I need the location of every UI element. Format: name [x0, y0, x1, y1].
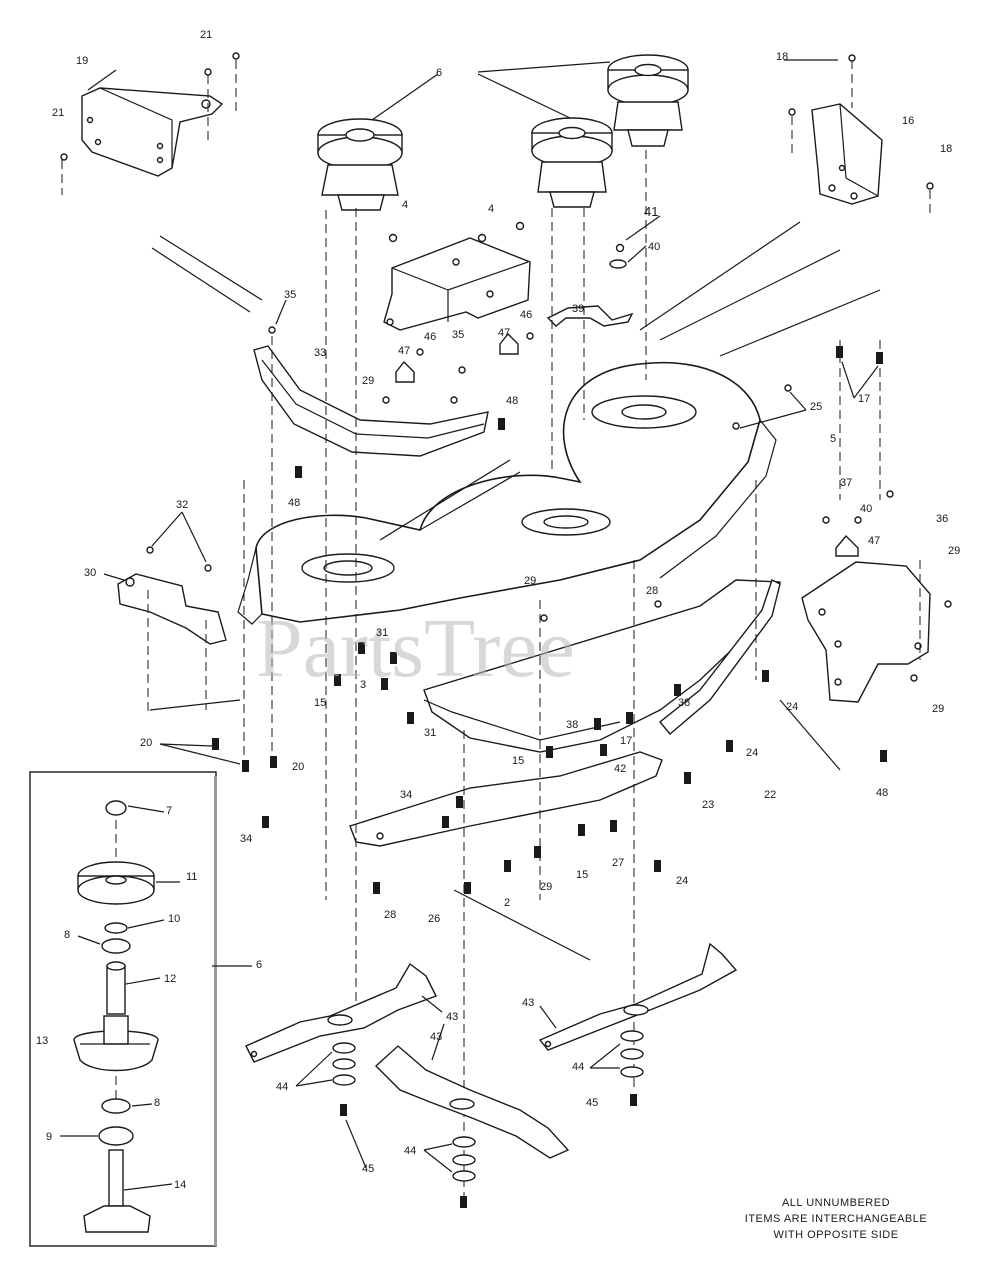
- note-line-2: ITEMS ARE INTERCHANGEABLE: [745, 1213, 927, 1225]
- callout-label: 32: [176, 499, 188, 511]
- callout-label: 48: [876, 787, 888, 799]
- callout-label: 36: [936, 513, 948, 525]
- callout-label: 21: [200, 29, 212, 41]
- callout-label: 47: [398, 345, 410, 357]
- center-bracket: [383, 237, 531, 331]
- callout-label: 8: [64, 929, 70, 941]
- callout-label: 6: [436, 67, 442, 79]
- callout-label: 9: [46, 1131, 52, 1143]
- callout-label: 30: [84, 567, 96, 579]
- callout-label: 28: [384, 909, 396, 921]
- callout-label: 4: [488, 203, 494, 215]
- callout-label: 17: [620, 735, 632, 747]
- callout-label: 26: [428, 913, 440, 925]
- callout-label: 20: [292, 761, 304, 773]
- callout-label: 45: [362, 1163, 374, 1175]
- callout-label: 34: [240, 833, 252, 845]
- callout-label: 23: [702, 799, 714, 811]
- callout-label: 17: [858, 393, 870, 405]
- mower-deck: [237, 361, 777, 625]
- callout-label: 29: [948, 545, 960, 557]
- callout-label: 45: [586, 1097, 598, 1109]
- blade-middle: [374, 1045, 570, 1159]
- blade-left: [245, 962, 437, 1063]
- callout-label: 29: [932, 703, 944, 715]
- callout-label: 37: [840, 477, 852, 489]
- note-line-1: ALL UNNUMBERED: [782, 1197, 890, 1209]
- spindle-inset: [29, 771, 217, 1247]
- callout-label: 47: [498, 327, 510, 339]
- callout-label: 15: [512, 755, 524, 767]
- callout-label: 47: [868, 535, 880, 547]
- callout-label: 15: [314, 697, 326, 709]
- callout-label: 41: [644, 204, 658, 219]
- bracket-16: [811, 103, 883, 205]
- note-line-3: WITH OPPOSITE SIDE: [773, 1229, 898, 1241]
- pulley-assembly-middle: [531, 117, 613, 208]
- callout-label: 28: [646, 585, 658, 597]
- callout-label: 12: [164, 973, 176, 985]
- callout-label: 13: [36, 1035, 48, 1047]
- callout-label: 18: [940, 143, 952, 155]
- callout-label: 48: [288, 497, 300, 509]
- callout-label: 42: [614, 763, 626, 775]
- callout-label: 33: [314, 347, 326, 359]
- callout-label: 27: [612, 857, 624, 869]
- callout-label: 46: [520, 309, 532, 321]
- callout-label: 34: [400, 789, 412, 801]
- callout-label: 35: [452, 329, 464, 341]
- callout-label: 44: [404, 1145, 416, 1157]
- interchangeable-note: ALL UNNUMBERED ITEMS ARE INTERCHANGEABLE…: [745, 1197, 927, 1241]
- callout-label: 5: [830, 433, 836, 445]
- callout-label: 20: [140, 737, 152, 749]
- callout-label: 43: [430, 1031, 442, 1043]
- callout-label: 44: [572, 1061, 584, 1073]
- callout-label: 14: [174, 1179, 186, 1191]
- callout-label: 15: [576, 869, 588, 881]
- watermark: PartsTree: [256, 602, 575, 695]
- callout-label: 40: [860, 503, 872, 515]
- callout-label: 43: [522, 997, 534, 1009]
- callout-label: 31: [424, 727, 436, 739]
- callout-label: 24: [676, 875, 688, 887]
- callout-label: 38: [678, 697, 690, 709]
- callout-label: 3: [360, 679, 366, 691]
- callout-label: 44: [276, 1081, 288, 1093]
- callout-label: 19: [76, 55, 88, 67]
- callout-label: 48: [506, 395, 518, 407]
- callout-label: 7: [166, 805, 172, 817]
- callout-label: 40: [648, 241, 660, 253]
- callout-label: 2: [504, 897, 510, 909]
- callout-label: 35: [284, 289, 296, 301]
- callout-label: 10: [168, 913, 180, 925]
- callout-label: 25: [810, 401, 822, 413]
- callout-label: 11: [186, 871, 197, 883]
- callout-label: 29: [540, 881, 552, 893]
- callout-label: 24: [786, 701, 798, 713]
- callout-label: 39: [572, 303, 584, 315]
- bracket-19: [81, 87, 224, 177]
- callout-label: 16: [902, 115, 914, 127]
- callout-label: 4: [402, 199, 408, 211]
- pulley-assembly-right: [607, 54, 689, 147]
- callout-label: 21: [52, 107, 64, 119]
- callout-label: 22: [764, 789, 776, 801]
- callout-label: 8: [154, 1097, 160, 1109]
- callout-label: 38: [566, 719, 578, 731]
- bolt-group: [212, 346, 887, 1208]
- callout-label: 6: [256, 959, 262, 971]
- callout-label: 46: [424, 331, 436, 343]
- callout-label: 18: [776, 51, 788, 63]
- callout-label: 43: [446, 1011, 458, 1023]
- callout-label: 31: [376, 627, 388, 639]
- callout-labels: 21 19 21 6 18 16 18 4 4 41 40 35 39 35 3…: [36, 29, 960, 1191]
- callout-label: 29: [524, 575, 536, 587]
- pulley-assembly-left: [317, 118, 403, 211]
- callout-label: 29: [362, 375, 374, 387]
- blade-right: [538, 942, 738, 1051]
- callout-label: 24: [746, 747, 758, 759]
